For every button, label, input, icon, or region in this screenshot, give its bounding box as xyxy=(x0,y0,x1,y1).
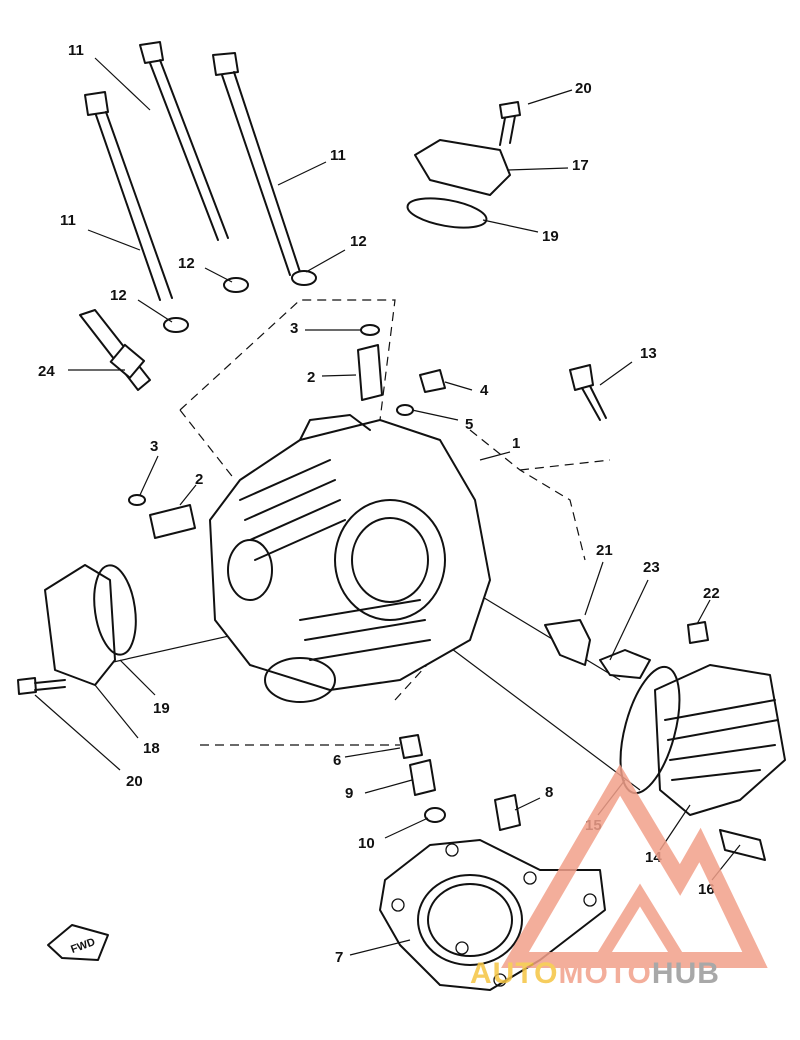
leader-lines xyxy=(34,57,741,956)
svg-text:AUTOMOTOHUB: AUTOMOTOHUB xyxy=(470,957,720,990)
callout-8: 8 xyxy=(545,784,553,801)
callout-11-a: 11 xyxy=(68,42,84,59)
callout-13: 13 xyxy=(640,345,657,362)
dowel-pins xyxy=(128,324,383,539)
cylinder-head xyxy=(209,414,491,703)
callout-24: 24 xyxy=(38,363,55,380)
callout-21: 21 xyxy=(596,542,613,559)
callout-18: 18 xyxy=(143,740,160,757)
callout-11-c: 11 xyxy=(60,212,76,229)
callout-1: 1 xyxy=(512,435,520,452)
guides xyxy=(399,734,521,831)
callout-7: 7 xyxy=(335,949,343,966)
callout-19-b: 19 xyxy=(153,700,170,717)
side-cover xyxy=(17,564,137,695)
tappet-cover-top xyxy=(406,101,521,229)
callout-3-a: 3 xyxy=(290,320,298,337)
callout-5: 5 xyxy=(465,416,473,433)
small-bolts xyxy=(396,364,607,421)
callout-3-b: 3 xyxy=(150,438,158,455)
callout-4: 4 xyxy=(480,382,489,399)
callout-11-b: 11 xyxy=(330,147,346,164)
cam-parts xyxy=(544,619,709,679)
fwd-arrow: FWD xyxy=(47,924,109,961)
cylinder-cover xyxy=(619,664,786,861)
watermark-logo: AUTOMOTOHUB xyxy=(470,764,768,990)
callout-20-a: 20 xyxy=(575,80,592,97)
stud-bolts xyxy=(84,41,301,301)
watermark-part-moto: MOTO xyxy=(558,957,651,990)
callout-2-b: 2 xyxy=(195,471,203,488)
callout-6: 6 xyxy=(333,752,341,769)
callout-22: 22 xyxy=(703,585,720,602)
callout-9: 9 xyxy=(345,785,353,802)
callout-12-b: 12 xyxy=(350,233,367,250)
callout-19-a: 19 xyxy=(542,228,559,245)
callout-12-c: 12 xyxy=(110,287,127,304)
callout-12-a: 12 xyxy=(178,255,195,272)
spark-plug xyxy=(79,309,151,391)
callout-17: 17 xyxy=(572,157,589,174)
callout-20-b: 20 xyxy=(126,773,143,790)
callout-23: 23 xyxy=(643,559,660,576)
callout-2-a: 2 xyxy=(307,369,315,386)
watermark-part-hub: HUB xyxy=(652,957,720,990)
watermark-part-auto: AUTO xyxy=(470,957,558,990)
callout-10: 10 xyxy=(358,835,375,852)
